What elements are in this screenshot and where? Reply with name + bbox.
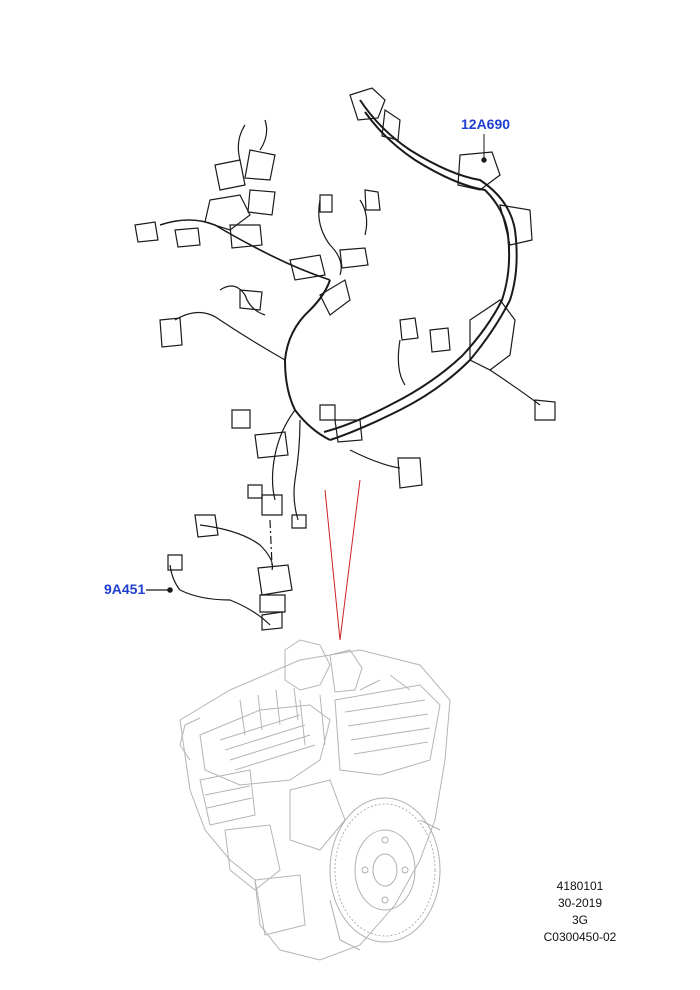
leader-lines [324,479,361,641]
reference-block: 4180101 30-2019 3G C0300450-02 [525,878,635,946]
callout-label-9a451[interactable]: 9A451 [104,581,146,597]
reference-number: 4180101 [556,879,604,893]
reference-date: 30-2019 [557,896,603,910]
engine-illustration [179,639,451,961]
reference-code: 3G [571,913,588,927]
illustration-id: C0300450-02 [543,930,617,944]
sub-harness-9a451 [146,514,293,631]
callout-leader-12a690 [481,134,487,163]
wiring-harness-illustration [134,87,556,566]
callout-label-12a690[interactable]: 12A690 [461,116,511,132]
flywheel-illustration [329,797,441,951]
